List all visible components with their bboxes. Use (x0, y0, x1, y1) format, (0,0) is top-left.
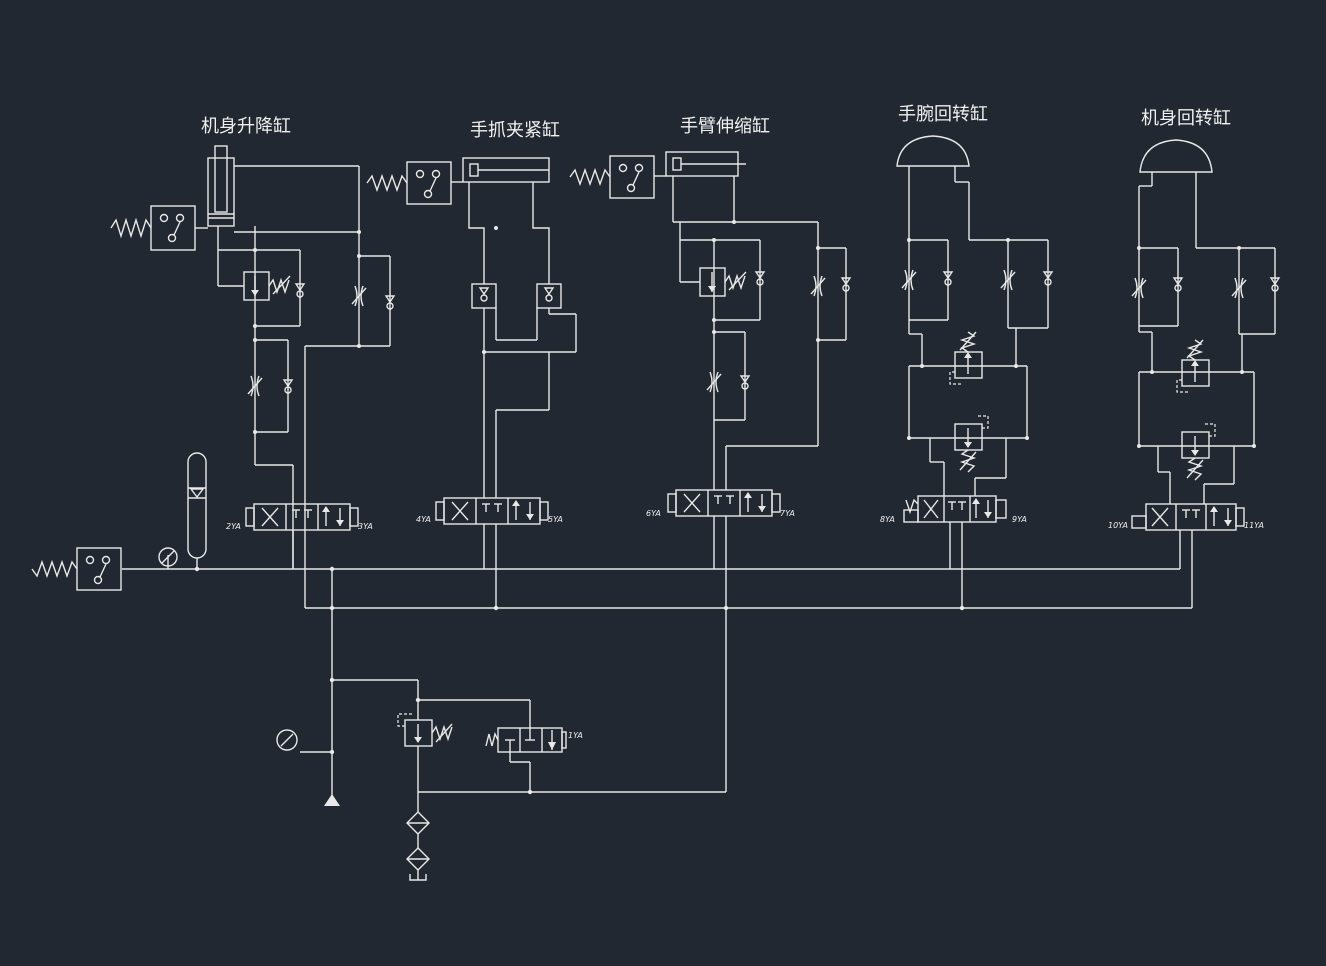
pressure-switch-main (31, 547, 122, 591)
label-6ya: 6YA (646, 509, 661, 518)
label-10ya: 10YA (1108, 521, 1128, 530)
tank-triangle-icon (324, 794, 340, 806)
title-body-lift-cylinder: 机身升降缸 (201, 115, 291, 137)
label-11ya: 11YA (1244, 521, 1264, 530)
filter-icon (406, 811, 430, 881)
label-5ya: 5YA (548, 515, 563, 524)
main-bus-lines (122, 555, 1192, 812)
title-wrist-rotary-cylinder: 手腕回转缸 (898, 103, 988, 125)
title-body-rotary-cylinder: 机身回转缸 (1141, 107, 1231, 129)
label-7ya: 7YA (780, 509, 795, 518)
label-4ya: 4YA (416, 515, 431, 524)
main-relief-valve (397, 713, 453, 747)
pump-gauge-icon (158, 547, 178, 567)
wrist-rotary-cylinder-circuit: 8YA 9YA (880, 135, 1054, 608)
gripper-clamp-cylinder-circuit: 4YA 5YA (366, 157, 577, 608)
unload-valve-1ya: 1YA (485, 727, 583, 753)
arm-extend-cylinder-circuit: 6YA 7YA (569, 151, 852, 608)
body-rotary-cylinder-circuit: 10YA 11YA (1108, 139, 1281, 608)
junction-dots (194, 566, 965, 795)
label-1ya: 1YA (568, 731, 583, 740)
label-3ya: 3YA (358, 522, 373, 531)
label-9ya: 9YA (1012, 515, 1027, 524)
body-lift-cylinder-circuit: 2YA 3YA (110, 145, 396, 608)
accumulator-icon (187, 452, 207, 559)
label-2ya: 2YA (226, 522, 241, 531)
title-arm-extend-cylinder: 手臂伸缩缸 (680, 115, 770, 137)
pressure-gauge-icon (276, 729, 298, 751)
label-8ya: 8YA (880, 515, 895, 524)
title-gripper-clamp-cylinder: 手抓夹紧缸 (470, 119, 560, 141)
